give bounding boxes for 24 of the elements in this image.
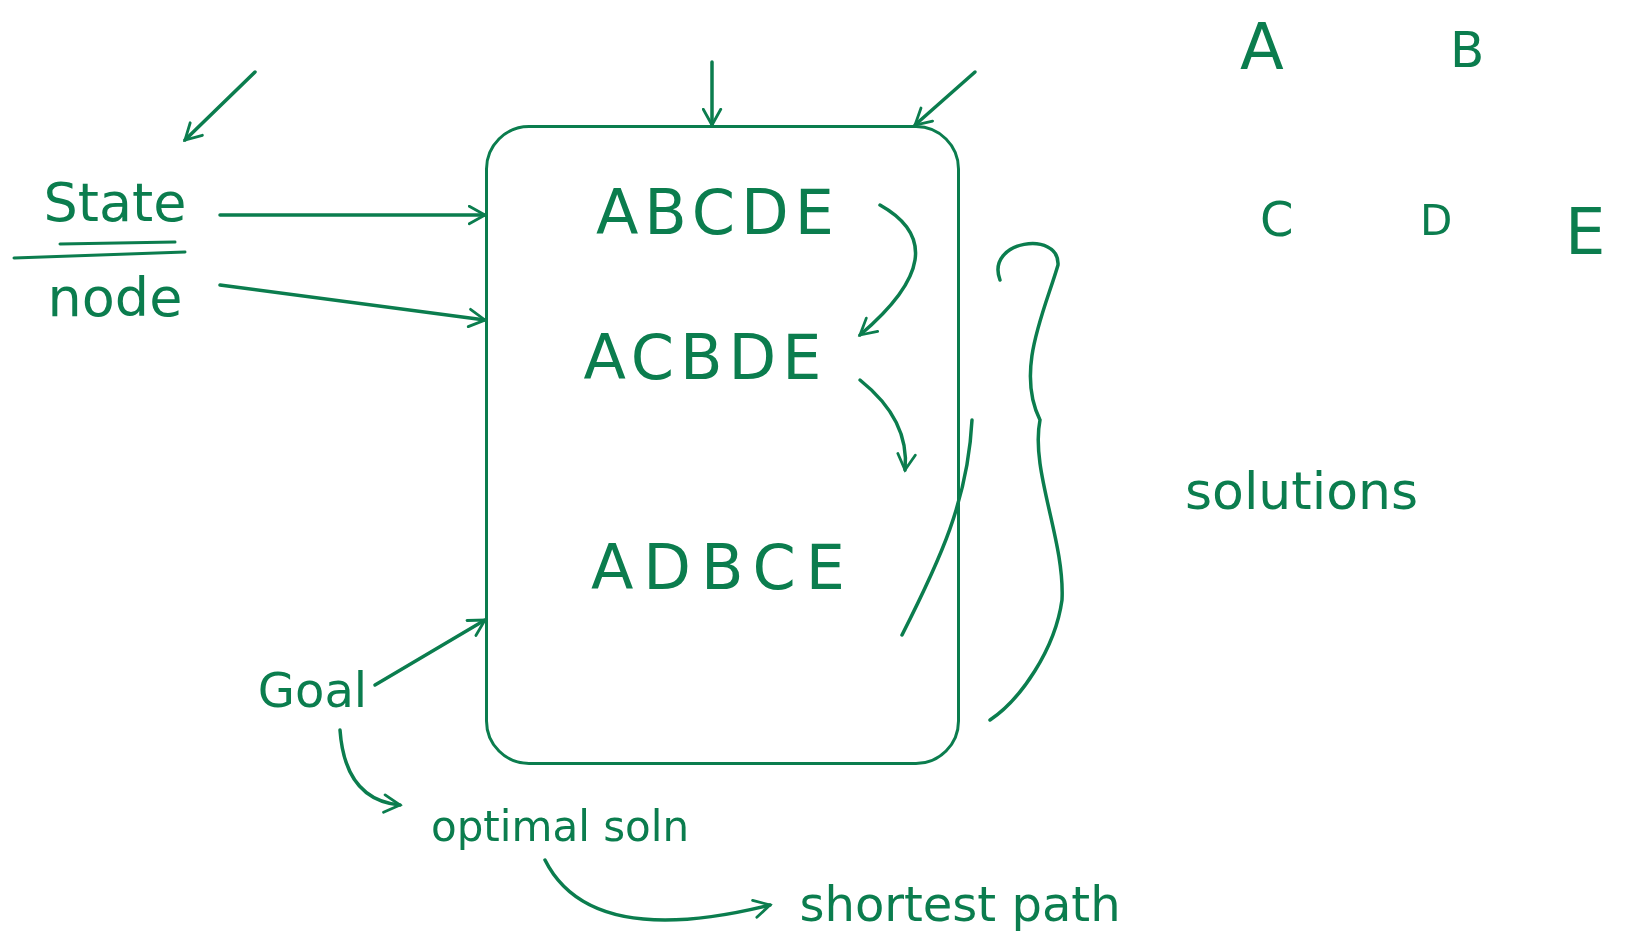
- handwritten-label: D: [1420, 200, 1453, 242]
- arrow: [858, 378, 916, 472]
- handwritten-text: Goal: [250, 650, 375, 730]
- arrow: [218, 204, 487, 226]
- rounded-box: [485, 125, 960, 765]
- handwritten-label: E: [1565, 200, 1606, 264]
- handwritten-text: ABCDE: [553, 168, 883, 258]
- handwritten-label: solutions: [1185, 465, 1418, 517]
- handwritten-text: optimal soln: [400, 795, 720, 860]
- arrow: [701, 60, 723, 127]
- arrow: [218, 283, 487, 328]
- handwritten-label: C: [1260, 195, 1294, 243]
- arrow: [373, 618, 487, 687]
- handwritten-label: B: [1450, 25, 1485, 75]
- handwritten-text: ADBCE: [553, 523, 893, 613]
- arrow: [543, 858, 772, 922]
- arrow: [858, 203, 918, 337]
- handwritten-text: State node: [10, 140, 220, 360]
- handwritten-text: ACBDE: [548, 313, 863, 403]
- handwritten-text: shortest path: [770, 872, 1150, 937]
- arrow: [338, 728, 402, 813]
- arrow: [183, 70, 257, 142]
- handwritten-label: A: [1240, 15, 1284, 79]
- arrow: [913, 70, 977, 127]
